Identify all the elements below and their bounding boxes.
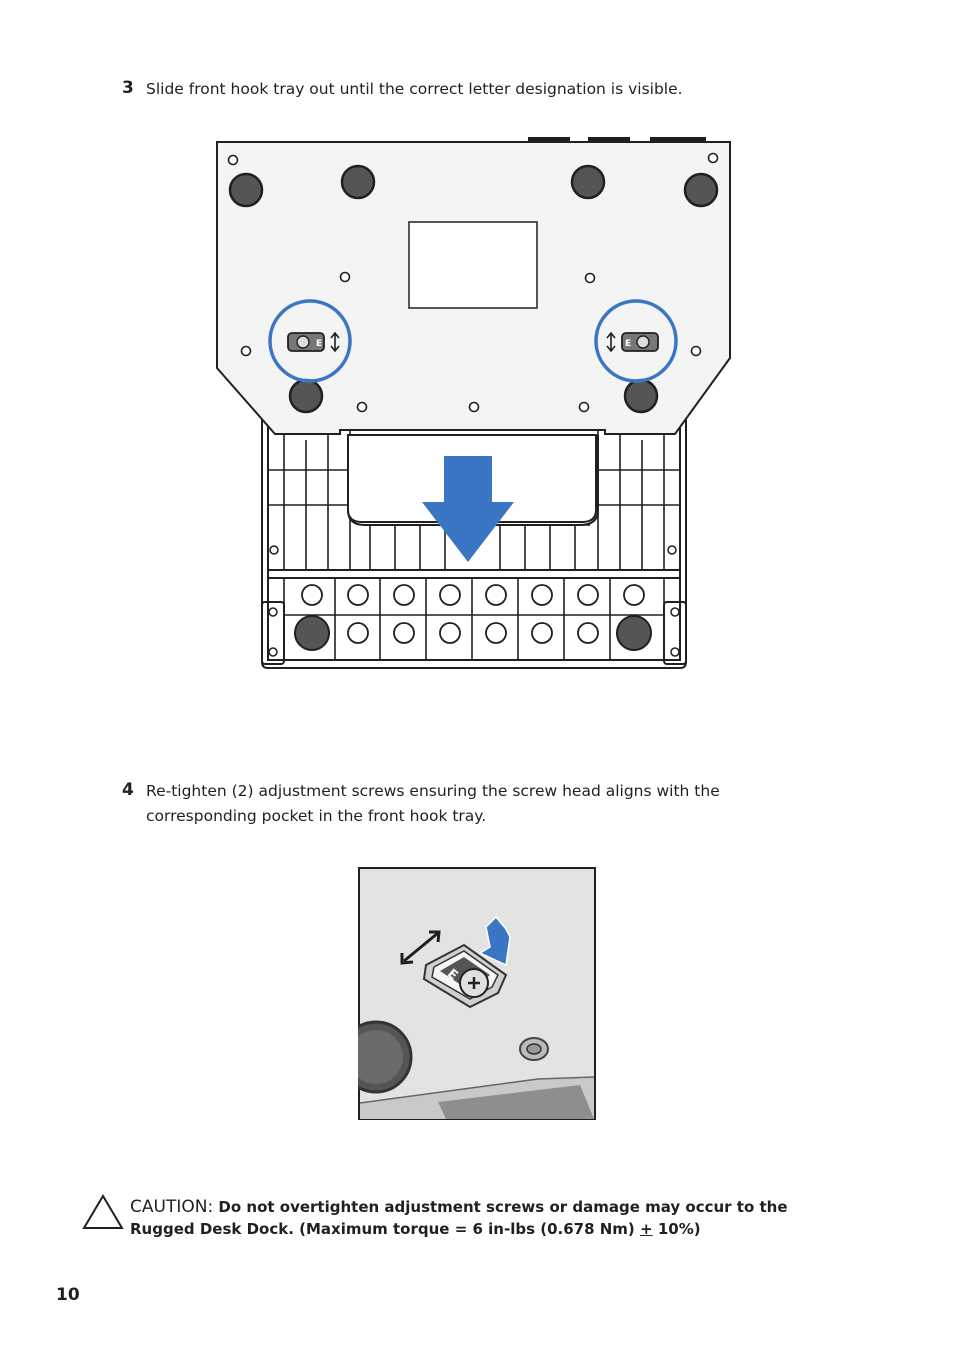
step-number: 4 xyxy=(122,780,134,800)
highlight-circle-right xyxy=(594,299,678,383)
svg-text:E: E xyxy=(625,339,631,349)
adjustment-screw-left: E xyxy=(287,331,340,353)
svg-text:E: E xyxy=(316,339,322,349)
plus-minus-symbol: + xyxy=(640,1220,653,1238)
warning-triangle-icon xyxy=(82,1194,124,1229)
caution-body-b: 10%) xyxy=(652,1220,701,1238)
front-hook-tray xyxy=(261,400,687,669)
caution-body-a: Do not overtighten adjustment screws or … xyxy=(130,1198,788,1238)
page-number: 10 xyxy=(56,1285,80,1305)
slide-down-arrow-icon xyxy=(422,456,514,562)
adjustment-screw-closeup: E xyxy=(422,943,508,1009)
step-text: Slide front hook tray out until the corr… xyxy=(146,80,683,98)
dock-bottom-illustration: E E xyxy=(216,137,731,669)
adjust-direction-arrow-icon xyxy=(400,930,441,965)
step-text: Re-tighten (2) adjustment screws ensurin… xyxy=(146,782,720,825)
label-recess xyxy=(408,221,538,309)
step-number: 3 xyxy=(122,78,134,98)
caution-text: CAUTION: Do not overtighten adjustment s… xyxy=(130,1196,802,1240)
small-screw-icon xyxy=(519,1037,549,1061)
plate-feet xyxy=(228,164,719,414)
adjustment-screw-right: E xyxy=(606,331,659,353)
screw-closeup-photo: E xyxy=(358,867,596,1120)
caution-label: CAUTION: xyxy=(130,1197,214,1217)
tray-feet xyxy=(268,545,680,657)
plate-screws xyxy=(227,152,719,413)
pointer-arrow-icon xyxy=(478,915,511,967)
tray-holes xyxy=(301,584,645,644)
highlight-circle-left xyxy=(268,299,352,383)
connector-tabs xyxy=(528,137,706,142)
